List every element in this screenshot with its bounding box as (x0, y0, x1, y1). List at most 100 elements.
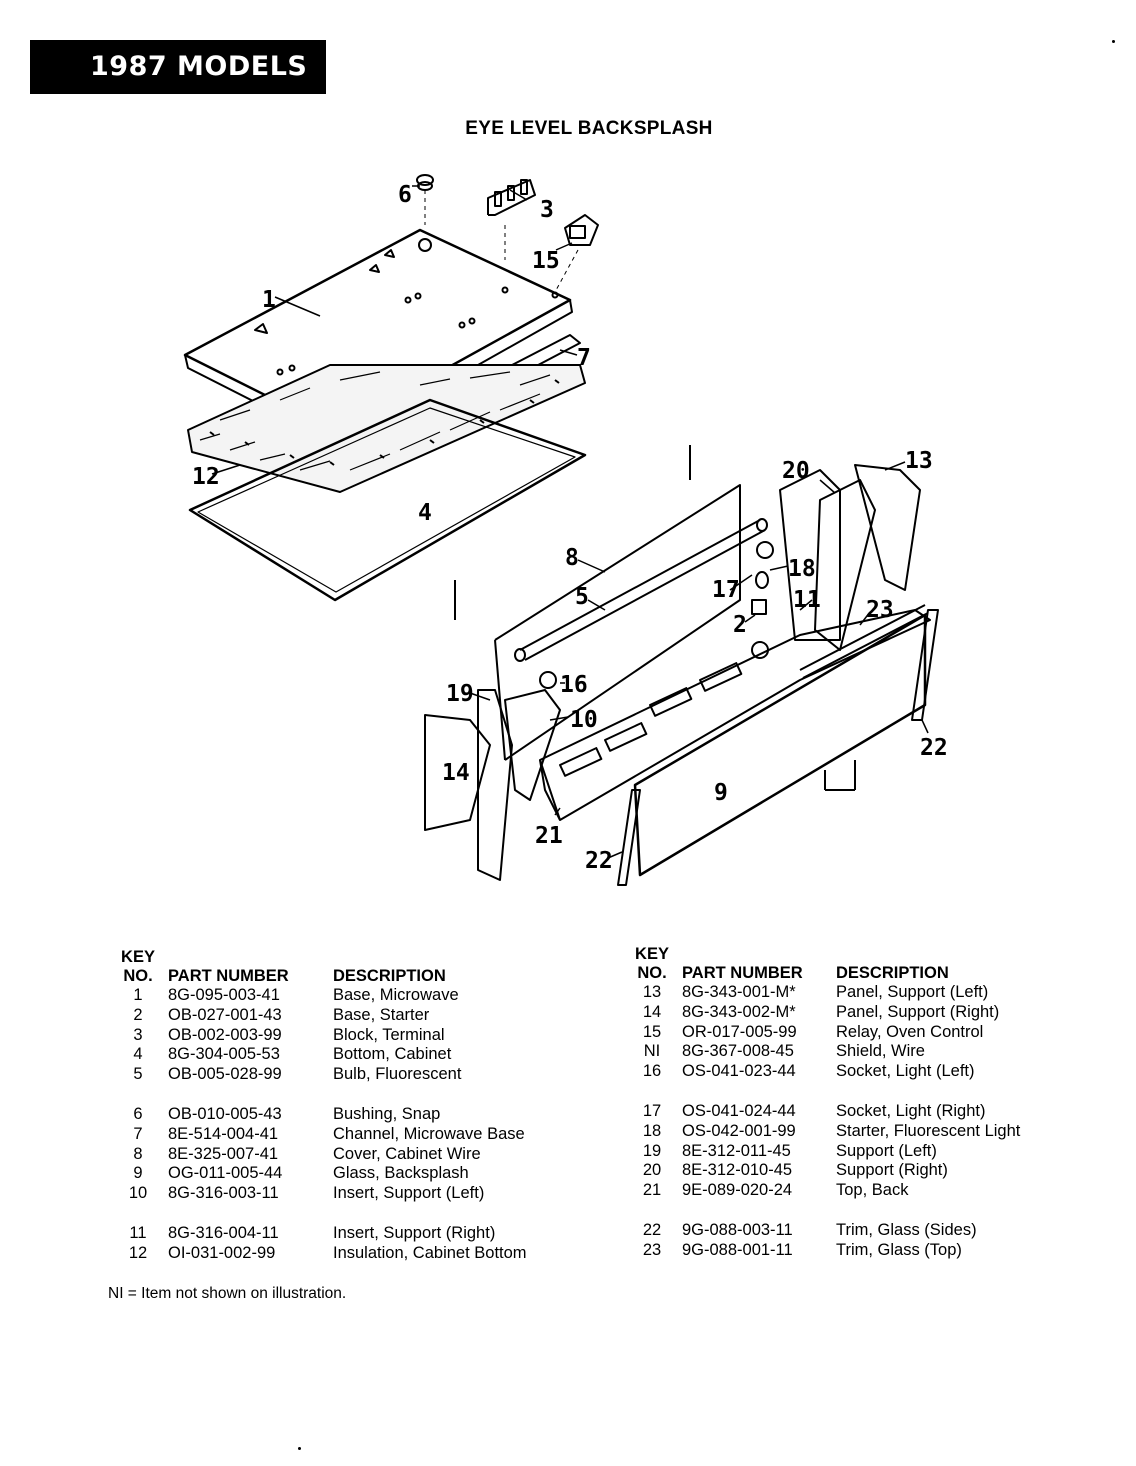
part-number: OI-031-002-99 (168, 1243, 276, 1262)
part-number: OS-042-001-99 (682, 1121, 796, 1140)
callout-21: 21 (535, 823, 563, 849)
description: Base, Microwave (333, 986, 459, 1004)
callout-18: 18 (788, 556, 816, 582)
glass-side-trim-parts (617, 609, 939, 886)
part-number: OG-011-005-44 (168, 1164, 283, 1183)
part-number: 8G-304-005-53 (168, 1045, 280, 1064)
table-row: 22 9G-088-003-11 Trim, Glass (Sides) (622, 1201, 1020, 1241)
key-no: 21 (642, 1181, 662, 1200)
terminal-block-part (487, 179, 536, 260)
description: Starter, Fluorescent Light (836, 1121, 1021, 1140)
table-row: 1 8G-095-003-41 Base, Microwave (108, 986, 527, 1006)
key-no: 9 (133, 1164, 143, 1183)
description: Insert, Support (Right) (333, 1223, 496, 1242)
description: Trim, Glass (Sides) (836, 1220, 977, 1239)
footnote: NI = Item not shown on illustration. (108, 1285, 347, 1302)
scan-speck (1112, 40, 1115, 43)
glass-top-trim-part (799, 604, 929, 679)
callout-23: 23 (866, 597, 894, 623)
description: Insulation, Cabinet Bottom (333, 1243, 527, 1262)
part-number: 9G-088-001-11 (682, 1240, 793, 1259)
callout-leader-lines (211, 185, 929, 859)
callout-10: 10 (570, 707, 598, 733)
key-no-header: KEY NO. (121, 948, 155, 985)
callout-13: 13 (905, 448, 933, 474)
callout-16: 16 (560, 672, 588, 698)
right-support-parts (779, 464, 921, 651)
oven-control-relay-part (554, 214, 599, 293)
scan-speck (298, 1447, 301, 1450)
callout-numbers: 1 2 3 4 5 6 7 8 9 10 11 12 13 14 15 16 1… (192, 182, 948, 874)
key-no: 5 (133, 1065, 143, 1084)
part-number: 8G-343-001-M* (682, 983, 796, 1001)
description: Panel, Support (Left) (836, 983, 989, 1001)
description: Base, Starter (333, 1005, 430, 1024)
key-no: 10 (128, 1184, 148, 1203)
cabinet-bottom-part (188, 398, 587, 602)
description: Trim, Glass (Top) (836, 1240, 962, 1259)
parts-table-left: KEY NO. PART NUMBER DESCRIPTION 1 8G-095-… (108, 948, 527, 1264)
part-number: 8G-095-003-41 (168, 986, 280, 1004)
key-no: NI (643, 1042, 661, 1061)
key-no: 8 (133, 1144, 143, 1163)
key-no: 15 (642, 1022, 662, 1041)
description: Bushing, Snap (333, 1104, 441, 1123)
fluorescent-bulb-part (514, 518, 768, 662)
callout-22-left: 22 (585, 848, 613, 874)
part-number: 8G-367-008-45 (682, 1042, 794, 1061)
part-number: OB-002-003-99 (168, 1025, 282, 1044)
key-no: 16 (642, 1062, 662, 1081)
description: Panel, Support (Right) (836, 1002, 1000, 1021)
part-number-header: PART NUMBER (168, 967, 289, 985)
left-support-parts (424, 689, 561, 881)
description: Socket, Light (Left) (836, 1062, 975, 1081)
description: Support (Left) (836, 1141, 937, 1160)
part-number: 9G-088-003-11 (682, 1220, 793, 1239)
part-number: OB-005-028-99 (168, 1065, 282, 1084)
part-number: OS-041-023-44 (682, 1062, 796, 1081)
part-number: OR-017-005-99 (682, 1022, 797, 1041)
description: Bottom, Cabinet (333, 1045, 452, 1064)
key-no: 20 (642, 1161, 662, 1180)
description-header: DESCRIPTION (333, 967, 446, 985)
key-no: 7 (133, 1124, 143, 1143)
callout-3: 3 (540, 197, 554, 223)
callout-15: 15 (532, 248, 560, 274)
callout-8: 8 (565, 545, 579, 571)
part-number: 8E-312-010-45 (682, 1161, 793, 1180)
page-title: EYE LEVEL BACKSPLASH (465, 118, 713, 139)
callout-9: 9 (714, 780, 728, 806)
key-no-header: KEY NO. (635, 945, 669, 982)
part-number: 8G-343-002-M* (682, 1002, 796, 1021)
key-no: 22 (642, 1220, 662, 1239)
callout-20: 20 (782, 458, 810, 484)
callout-12: 12 (192, 464, 220, 490)
callout-11: 11 (793, 587, 821, 613)
callout-4: 4 (418, 500, 432, 526)
callout-2: 2 (733, 612, 747, 638)
exploded-parts-diagram: 1 2 3 4 5 6 7 8 9 10 11 12 13 14 15 16 1… (150, 160, 970, 900)
key-no: 1 (133, 986, 143, 1004)
part-number: 8E-514-004-41 (168, 1124, 279, 1143)
part-number: OB-010-005-43 (168, 1104, 282, 1123)
callout-22-right: 22 (920, 735, 948, 761)
description: Cover, Cabinet Wire (333, 1144, 481, 1163)
part-number: OS-041-024-44 (682, 1101, 796, 1120)
description: Insert, Support (Left) (333, 1184, 485, 1203)
key-no: 13 (642, 983, 662, 1001)
callout-7: 7 (577, 345, 591, 371)
